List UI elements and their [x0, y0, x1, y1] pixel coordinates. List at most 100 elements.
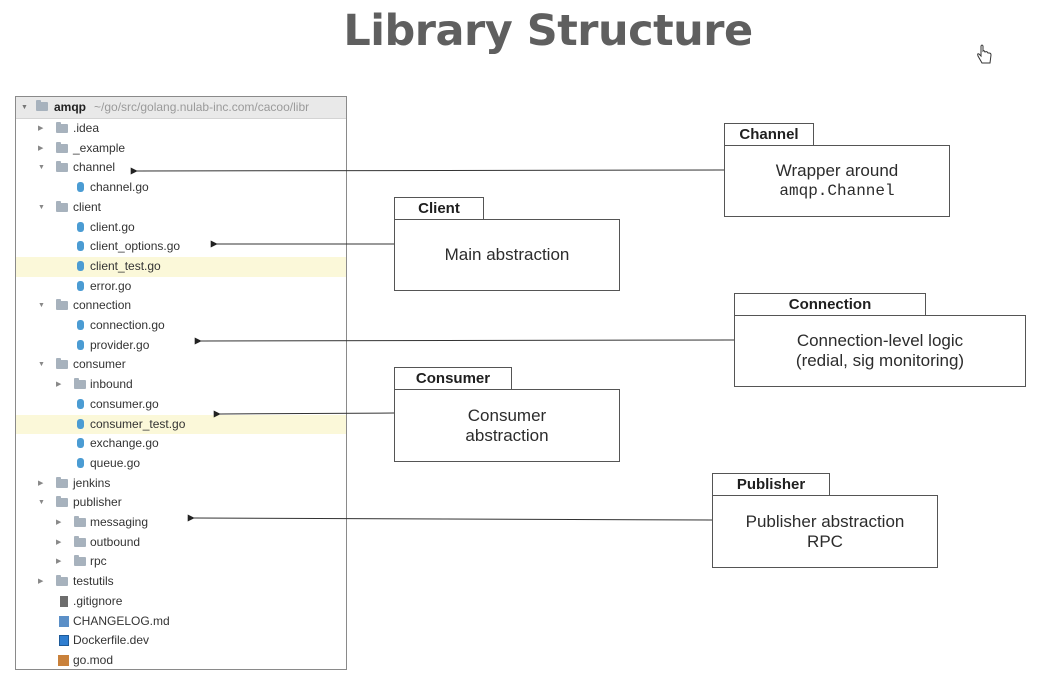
tree-item-consumer[interactable]: ▼ consumer: [16, 355, 346, 375]
expand-arrow-icon[interactable]: ▶: [38, 578, 44, 586]
folder-icon: [56, 141, 68, 153]
folder-icon: [56, 299, 68, 311]
tree-item-publisher[interactable]: ▼ publisher: [16, 493, 346, 513]
expand-arrow-icon[interactable]: ▶: [56, 381, 62, 389]
collapse-arrow-icon[interactable]: ▼: [38, 203, 45, 211]
tree-item-label: testutils: [73, 574, 114, 589]
tree-item-label: jenkins: [73, 475, 111, 490]
tree-item-gitignore[interactable]: .gitignore: [16, 592, 346, 612]
tree-item-consumer-go[interactable]: consumer.go: [16, 395, 346, 415]
expand-arrow-icon[interactable]: ▶: [38, 125, 44, 132]
tree-item-label: consumer.go: [90, 396, 159, 411]
expand-arrow-icon[interactable]: ▶: [38, 479, 44, 487]
publisher-desc-2: RPC: [807, 531, 843, 551]
tree-item-label: _example: [73, 140, 126, 155]
publisher-desc-1: Publisher abstraction: [745, 511, 905, 531]
folder-icon: [56, 575, 68, 587]
tree-item-label: go.mod: [73, 652, 114, 667]
docker-file-icon: [59, 635, 69, 647]
folder-icon: [74, 535, 86, 547]
tree-item-messaging[interactable]: ▶ messaging: [16, 513, 346, 533]
tree-item-provider-go[interactable]: provider.go: [16, 336, 346, 356]
folder-icon: [56, 496, 68, 508]
tree-item-label: publisher: [73, 495, 122, 510]
tree-item-connection[interactable]: ▼ connection: [16, 296, 346, 316]
tree-item-label: error.go: [90, 278, 132, 293]
tree-item-queue-go[interactable]: queue.go: [16, 454, 346, 474]
tree-item-label: outbound: [90, 534, 141, 549]
tree-item-dockerfile-dev[interactable]: Dockerfile.dev: [16, 631, 346, 651]
tree-item-error-go[interactable]: error.go: [16, 277, 346, 297]
go-file-icon: [77, 320, 84, 330]
tree-item-inbound[interactable]: ▶ inbound: [16, 375, 346, 395]
client-tab: Client: [394, 197, 484, 219]
collapse-arrow-icon[interactable]: ▼: [38, 499, 45, 507]
tree-item-jenkins[interactable]: ▶ jenkins: [16, 474, 346, 494]
tree-item-label: rpc: [90, 554, 107, 569]
tree-item-label: exchange.go: [90, 436, 159, 451]
tree-item-client-options-go[interactable]: client_options.go: [16, 237, 346, 257]
expand-arrow-icon[interactable]: ▶: [38, 144, 44, 152]
consumer-box: Consumer abstraction: [394, 389, 620, 462]
tree-item-channel-go[interactable]: channel.go: [16, 178, 346, 198]
expand-arrow-icon[interactable]: ▶: [56, 538, 62, 546]
tree-item-label: channel: [73, 160, 116, 175]
gitignore-file-icon: [60, 595, 68, 607]
consumer-desc-1: Consumer: [467, 405, 547, 425]
channel-box: Wrapper around amqp.Channel: [724, 145, 950, 217]
tree-item-client-test-go[interactable]: client_test.go: [16, 256, 346, 277]
go-file-icon: [77, 339, 84, 350]
go-file-icon: [77, 438, 84, 449]
tree-item-example[interactable]: ▶ _example: [16, 139, 346, 159]
tree-item-label: messaging: [90, 515, 149, 529]
go-file-icon: [77, 182, 84, 193]
tree-item-rpc[interactable]: ▶ rpc: [16, 552, 346, 572]
folder-icon: [56, 122, 68, 133]
publisher-box: Publisher abstraction RPC: [712, 495, 938, 568]
tree-root-name: amqp: [54, 100, 87, 114]
project-file-tree: ▼ amqp ~/go/src/golang.nulab-inc.com/cac…: [15, 96, 347, 670]
consumer-desc-2: abstraction: [465, 425, 549, 445]
collapse-arrow-icon[interactable]: ▼: [38, 164, 45, 172]
tree-item-client-go[interactable]: client.go: [16, 218, 346, 238]
channel-tab: Channel: [724, 123, 814, 145]
collapse-arrow-icon[interactable]: ▼: [38, 361, 45, 369]
tree-item-label: client_options.go: [90, 239, 181, 254]
hand-cursor-icon: [977, 44, 992, 64]
expand-arrow-icon[interactable]: ▼: [21, 104, 28, 111]
tree-item-label: inbound: [90, 377, 133, 392]
tree-item-changelog-md[interactable]: CHANGELOG.md: [16, 612, 346, 632]
tree-item-label: connection.go: [90, 318, 165, 332]
tree-item-label: consumer_test.go: [90, 416, 186, 431]
folder-icon: [56, 200, 68, 212]
channel-code: amqp.Channel: [779, 182, 895, 200]
tree-item-label: Dockerfile.dev: [73, 633, 150, 648]
folder-icon: [56, 161, 68, 173]
folder-icon: [36, 100, 48, 111]
tree-root-path: ~/go/src/golang.nulab-inc.com/cacoo/libr: [94, 100, 310, 114]
tree-item-exchange-go[interactable]: exchange.go: [16, 434, 346, 454]
tree-item-consumer-test-go[interactable]: consumer_test.go: [16, 414, 346, 435]
tree-item-label: queue.go: [90, 455, 141, 470]
tree-root-row[interactable]: ▼ amqp ~/go/src/golang.nulab-inc.com/cac…: [16, 97, 346, 119]
go-file-icon: [77, 398, 84, 409]
tree-item-idea[interactable]: ▶ .idea: [16, 119, 346, 139]
expand-arrow-icon[interactable]: ▶: [56, 519, 62, 526]
tree-item-go-mod[interactable]: go.mod: [16, 651, 346, 669]
go-file-icon: [77, 221, 84, 232]
folder-icon: [56, 476, 68, 488]
tree-item-label: .gitignore: [73, 593, 123, 608]
tree-item-testutils[interactable]: ▶ testutils: [16, 572, 346, 592]
tree-item-outbound[interactable]: ▶ outbound: [16, 533, 346, 553]
tree-item-label: provider.go: [90, 337, 150, 352]
page-title: Library Structure: [343, 6, 753, 56]
folder-icon: [74, 516, 86, 527]
go-test-file-icon: [77, 418, 84, 429]
consumer-tab: Consumer: [394, 367, 512, 389]
collapse-arrow-icon[interactable]: ▼: [38, 302, 45, 310]
go-mod-file-icon: [58, 654, 69, 666]
tree-item-connection-go[interactable]: connection.go: [16, 316, 346, 336]
tree-item-channel[interactable]: ▼ channel: [16, 158, 346, 178]
expand-arrow-icon[interactable]: ▶: [56, 558, 62, 566]
tree-item-client[interactable]: ▼ client: [16, 198, 346, 218]
